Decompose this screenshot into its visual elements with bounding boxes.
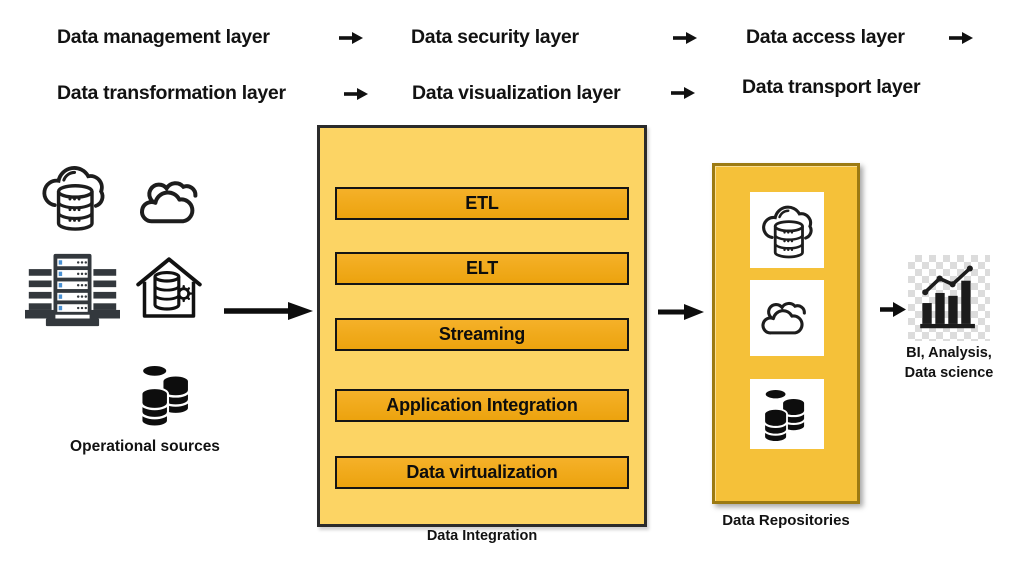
cloud-database-icon [42, 166, 105, 231]
bi-output-label-line2: Data science [904, 364, 994, 381]
cloud-icon [140, 181, 198, 224]
method-application-integration: Application Integration [335, 389, 629, 422]
bar-line-chart-icon [920, 265, 975, 329]
repository-tile [750, 280, 824, 356]
data-integration-box: ETL ELT Streaming Application Integratio… [317, 125, 647, 527]
repository-tile [750, 192, 824, 268]
bi-output-label-line1: BI, Analysis, [906, 345, 992, 361]
layer-label-data-security: Data security layer [411, 26, 579, 48]
method-streaming: Streaming [335, 318, 629, 351]
database-stack-icon [763, 388, 807, 443]
layer-label-data-transport: Data transport layer [742, 76, 921, 98]
bi-output-tile [908, 255, 990, 341]
data-integration-label: Data Integration [426, 528, 538, 544]
layer-label-data-visualization: Data visualization layer [412, 82, 621, 104]
cloud-icon [761, 301, 806, 335]
bi-output-label: BI, Analysis, Data science [885, 344, 1013, 383]
flow-arrow-icon [344, 88, 368, 100]
sources-to-integration-arrow-icon [224, 302, 313, 320]
layer-label-data-access: Data access layer [746, 26, 905, 48]
data-repositories-label: Data Repositories [722, 512, 850, 529]
integration-to-repositories-arrow-icon [658, 304, 704, 320]
data-repositories-box [712, 163, 860, 504]
flow-arrow-icon [673, 32, 697, 44]
repositories-to-bi-arrow-icon [880, 302, 906, 317]
database-stack-icon [140, 363, 191, 428]
repository-tile [750, 379, 824, 449]
method-elt: ELT [335, 252, 629, 285]
server-rack-icon [25, 253, 120, 327]
warehouse-database-icon [136, 257, 202, 318]
flow-arrow-icon [949, 32, 973, 44]
method-etl: ETL [335, 187, 629, 220]
layer-label-data-transformation: Data transformation layer [57, 82, 286, 104]
operational-sources-label: Operational sources [70, 438, 220, 455]
method-data-virtualization: Data virtualization [335, 456, 629, 489]
cloud-database-icon [762, 205, 813, 259]
flow-arrow-icon [671, 87, 695, 99]
layer-label-data-management: Data management layer [57, 26, 270, 48]
flow-arrow-icon [339, 32, 363, 44]
